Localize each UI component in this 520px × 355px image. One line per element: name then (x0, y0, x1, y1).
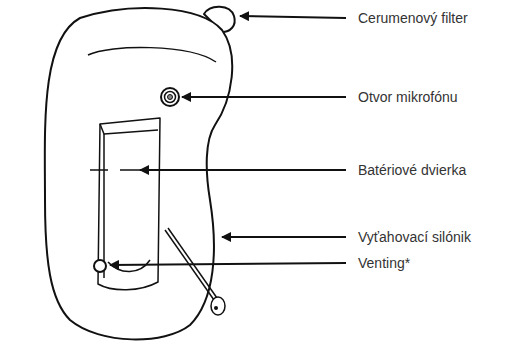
part-label: Batériové dvierka (358, 162, 466, 178)
part-label: Venting* (358, 255, 410, 271)
part-label: Otvor mikrofónu (358, 89, 458, 105)
leader-arrows (110, 16, 346, 265)
microphone-hole (161, 88, 179, 106)
vent-opening (94, 260, 106, 272)
part-label: Vyťahovací silónik (358, 229, 471, 245)
part-label: Cerumenový filter (358, 10, 468, 26)
hearing-aid-shell (45, 8, 232, 339)
faceplate-edge (88, 47, 216, 62)
